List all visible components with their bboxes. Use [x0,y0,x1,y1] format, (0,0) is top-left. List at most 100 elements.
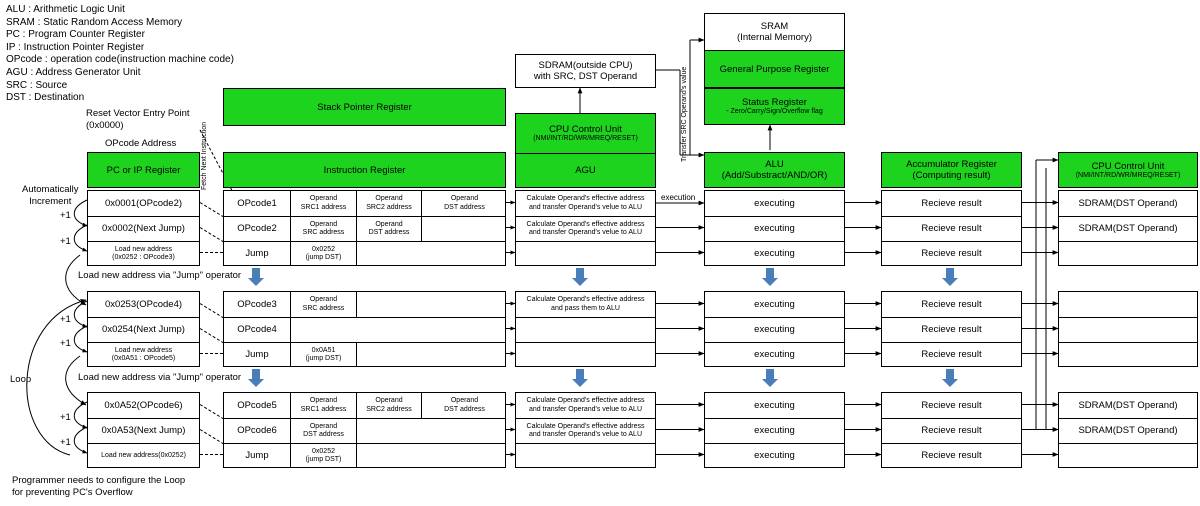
pc-address-cell: 0x0253(OPcode4) [104,298,183,310]
pc-address-cell: 0x0001(OPcode2) [104,197,183,209]
execution-label: execution [661,193,696,202]
sram-box: SRAM (Internal Memory) [704,13,845,51]
table-row [516,443,655,468]
table-row: executing [705,418,844,443]
accumulator-cell: Recieve result [921,425,982,436]
alu-block: executing executing executing [704,291,845,367]
alu-cell: executing [754,399,795,411]
ccu2-block [1058,291,1198,367]
increment-label: +1 [60,314,71,325]
table-row [1059,342,1197,367]
ccu-signals: (NMI/INT/RD/WR/MREQ/RESET) [533,135,638,142]
alu-cell: executing [754,450,795,461]
down-flow-arrow [762,268,778,286]
accumulator-cell: Recieve result [921,324,982,335]
increment-connector [73,199,88,227]
fetch-next-label: Fetch Next Instruction [201,121,208,190]
table-row: executing [705,216,844,241]
increment-label: +1 [60,338,71,349]
alu-subtitle: (Add/Substract/AND/OR) [721,170,828,181]
legend-item: SRC : Source [6,79,68,91]
opcode-address-label: OPcode Address [105,138,177,149]
sdram-title: SDRAM(outside CPU) [538,60,633,71]
operand-cell [421,217,507,241]
operand-cell: 0x0252(jump DST) [290,242,356,266]
table-row [1059,292,1197,317]
legend-item: DST : Destination [6,92,85,104]
operand-cell [421,242,507,266]
ccu2-signals: (NMI/INT/RD/WR/MREQ/RESET) [1075,171,1181,179]
transfer-src-label: Transfer SRC Operand's value [681,66,688,162]
table-row: executing [705,317,844,342]
stack-pointer-title: Stack Pointer Register [317,101,412,113]
table-row: Load new address(0x0A51 : OPcode5) [88,342,199,367]
table-row: Recieve result [882,191,1021,216]
table-row: Load new address(0x0252 : OPcode3) [88,241,199,266]
general-purpose-register: General Purpose Register [704,51,845,88]
programmer-line2: for preventing PC's Overflow [12,487,133,498]
alu-cell: executing [754,248,795,259]
pc-register-block: 0x0001(OPcode2) 0x0002(Next Jump) Load new… [87,190,200,266]
table-row: Recieve result [882,418,1021,443]
accumulator-cell: Recieve result [921,399,982,411]
table-row: 0x0001(OPcode2) [88,191,199,216]
alu-block: executing executing executing [704,392,845,468]
legend-item: PC : Program Counter Register [6,29,145,41]
operand-cell [356,444,421,468]
legend-item: AGU : Address Generator Unit [6,66,141,78]
table-row: executing [705,443,844,468]
table-row: SDRAM(DST Operand) [1059,418,1197,443]
ccu2-block: SDRAM(DST Operand)SDRAM(DST Operand) [1058,190,1198,266]
table-row: Recieve result [882,216,1021,241]
load-jump-note: Load new address via "Jump" operator [78,372,242,383]
ccu2-cell: SDRAM(DST Operand) [1078,399,1178,411]
table-row [1059,317,1197,342]
load-jump-note: Load new address via "Jump" operator [78,270,242,281]
table-row: 0x0253(OPcode4) [88,292,199,317]
agu-title: AGU [575,165,596,176]
operand-cell [356,419,421,443]
operand-cell [290,318,356,342]
auto-increment-line2: Increment [29,196,72,207]
instruction-register-title: Instruction Register [323,164,406,176]
down-flow-arrow [762,369,778,387]
opcode-cell: OPcode6 [237,425,277,436]
table-row: OPcode4 [224,317,505,342]
status-register: Status Register - Zero/Carry/Sign/Overfl… [704,88,845,125]
table-row [516,342,655,367]
sram-subtitle: (Internal Memory) [737,32,812,43]
table-row [516,241,655,266]
agu-cell [516,444,655,468]
table-row: Recieve result [882,317,1021,342]
agu-cell [516,318,655,342]
increment-connector [73,224,88,252]
table-row: 0x0002(Next Jump) [88,216,199,241]
increment-connector [73,325,88,353]
alu-cell: executing [754,298,795,310]
gpr-title: General Purpose Register [719,63,830,75]
pc-address-cell: Load new address(0x0252 : OPcode3) [112,245,175,262]
alu-cell: executing [754,197,795,209]
pc-register-title: PC or IP Register [106,164,181,176]
alu-cell: executing [754,349,795,360]
table-row: Jump 0x0252(jump DST) [224,241,505,266]
legend-item: OPcode : operation code(instruction mach… [6,54,234,66]
opcode-cell: Jump [245,248,269,259]
